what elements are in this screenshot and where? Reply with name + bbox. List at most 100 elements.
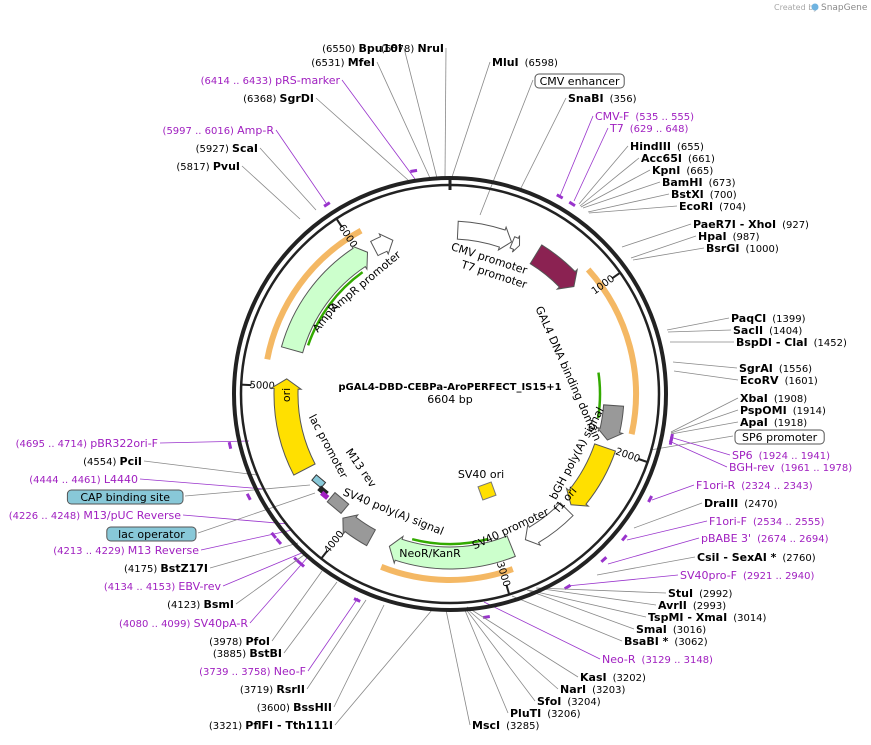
label-f1ori-f[interactable]: F1ori-F(2534 .. 2555) bbox=[709, 515, 824, 528]
label-paqci[interactable]: PaqCI(1399) bbox=[731, 312, 806, 325]
label-text-hpai: HpaI(987) bbox=[698, 230, 760, 243]
feature-gal4-dna-binding-domain[interactable] bbox=[529, 244, 579, 290]
label-pvui[interactable]: (5817) PvuI bbox=[176, 160, 240, 173]
label-apai[interactable]: ApaI(1918) bbox=[740, 416, 807, 429]
label-nrui[interactable]: (6578) NruI bbox=[381, 42, 444, 55]
label-smai[interactable]: SmaI(3016) bbox=[636, 623, 706, 636]
leader-bstz17i bbox=[209, 542, 299, 569]
label-tspmi-xmai[interactable]: TspMI - XmaI(3014) bbox=[648, 611, 767, 624]
label-cap-binding-site[interactable]: CAP binding site bbox=[66, 489, 184, 505]
label-m13-reverse[interactable]: (4213 .. 4229) M13 Reverse bbox=[53, 544, 199, 557]
label-pluti[interactable]: PluTI(3206) bbox=[510, 707, 581, 720]
label-ecorv[interactable]: EcoRV(1601) bbox=[740, 374, 818, 387]
label-sgrai[interactable]: SgrAI(1556) bbox=[739, 362, 812, 375]
label-bsrgi[interactable]: BsrGI(1000) bbox=[706, 242, 779, 255]
label-prs-marker[interactable]: (6414 .. 6433) pRS-marker bbox=[201, 74, 341, 87]
leader-sgrdi bbox=[315, 97, 409, 181]
label-sgrdi[interactable]: (6368) SgrDI bbox=[243, 92, 314, 105]
leader-acc65i bbox=[579, 157, 640, 207]
label-scai[interactable]: (5927) ScaI bbox=[196, 142, 258, 155]
label-csii-sexai[interactable]: CsiI - SexAI *(2760) bbox=[697, 551, 816, 564]
lac-promoter-label: lac promoter bbox=[306, 412, 351, 481]
leader-pbabe-3 bbox=[607, 537, 700, 565]
label-neo-r[interactable]: Neo-R(3129 .. 3148) bbox=[602, 653, 713, 666]
label-msci[interactable]: MscI(3285) bbox=[472, 719, 539, 732]
label-bstz17i[interactable]: (4175) BstZ17I bbox=[124, 562, 208, 575]
label-mfei[interactable]: (6531) MfeI bbox=[311, 56, 375, 69]
label-stui[interactable]: StuI(2992) bbox=[668, 587, 732, 600]
label-bstbi[interactable]: (3885) BstBI bbox=[213, 647, 282, 660]
label-f1ori-r[interactable]: F1ori-R(2324 .. 2343) bbox=[696, 479, 813, 492]
label-bsshii[interactable]: (3600) BssHII bbox=[257, 701, 332, 714]
primer-mark-bgh-rev bbox=[668, 437, 674, 446]
feature-sv40-promoter[interactable] bbox=[524, 502, 574, 547]
cap-site-mark[interactable] bbox=[311, 474, 327, 489]
label-bamhi[interactable]: BamHI(673) bbox=[662, 176, 736, 189]
label-snabi[interactable]: SnaBI(356) bbox=[568, 92, 637, 105]
label-pos-mlui: (6598) bbox=[525, 58, 558, 69]
feature-neor-kanr[interactable] bbox=[388, 535, 516, 570]
feature-bgh-polya-signal[interactable] bbox=[595, 404, 625, 441]
label-mlui[interactable]: MluI(6598) bbox=[492, 56, 558, 69]
label-l4440[interactable]: (4444 .. 4461) L4440 bbox=[29, 473, 138, 486]
label-paer7i-xhoi[interactable]: PaeR7I - XhoI(927) bbox=[693, 218, 809, 231]
label-pos-ebv-rev: (4134 .. 4153) bbox=[104, 582, 179, 593]
label-t7[interactable]: T7(629 .. 648) bbox=[609, 122, 689, 135]
label-name-nrui: NruI bbox=[417, 42, 444, 55]
label-text-l4440: (4444 .. 4461) L4440 bbox=[29, 473, 138, 486]
label-text-smai: SmaI(3016) bbox=[636, 623, 706, 636]
label-bspdi-clai[interactable]: BspDI - ClaI(1452) bbox=[736, 336, 847, 349]
label-ebv-rev[interactable]: (4134 .. 4153) EBV-rev bbox=[104, 580, 222, 593]
label-acc65i[interactable]: Acc65I(661) bbox=[641, 152, 715, 165]
label-sp6[interactable]: SP6(1924 .. 1941) bbox=[732, 449, 830, 462]
label-amp-r[interactable]: (5997 .. 6016) Amp-R bbox=[163, 124, 275, 137]
label-kpni[interactable]: KpnI(665) bbox=[652, 164, 713, 177]
leader-sfoi bbox=[464, 607, 536, 702]
label-bpu10i[interactable]: (6550) Bpu10I bbox=[322, 42, 402, 55]
label-neo-f[interactable]: (3739 .. 3758) Neo-F bbox=[199, 665, 306, 678]
label-bgh-rev[interactable]: BGH-rev(1961 .. 1978) bbox=[729, 461, 852, 474]
label-hpai[interactable]: HpaI(987) bbox=[698, 230, 760, 243]
site-labels: (6550) Bpu10I(6578) NruI (6531) MfeI MluI(… bbox=[9, 42, 852, 732]
feature-ampr-promoter[interactable] bbox=[369, 232, 394, 257]
m13-rev-mark[interactable] bbox=[320, 490, 330, 500]
feature-t7-promoter[interactable] bbox=[509, 235, 521, 253]
label-sacii[interactable]: SacII(1404) bbox=[733, 324, 802, 337]
label-kasi[interactable]: KasI(3202) bbox=[580, 671, 646, 684]
label-avrii[interactable]: AvrII(2993) bbox=[658, 599, 726, 612]
label-sp6-promoter[interactable]: SP6 promoter bbox=[734, 429, 825, 445]
label-bsabi[interactable]: BsaBI *(3062) bbox=[624, 635, 708, 648]
label-bstxi[interactable]: BstXI(700) bbox=[671, 188, 737, 201]
sv40-ori-box[interactable] bbox=[477, 481, 497, 501]
feature-cmv-promoter[interactable] bbox=[456, 220, 513, 252]
label-cmv-f[interactable]: CMV-F(535 .. 555) bbox=[595, 110, 694, 123]
feature-sv40-polya-signal[interactable] bbox=[342, 514, 377, 547]
feature-ori[interactable] bbox=[269, 378, 316, 476]
feature-ampr[interactable] bbox=[280, 244, 369, 354]
label-sv40pro-f[interactable]: SV40pro-F(2921 .. 2940) bbox=[680, 569, 815, 582]
label-pcii[interactable]: (4554) PciI bbox=[83, 455, 142, 468]
label-pflfi-tth111i[interactable]: (3321) PflFI - Tth111I bbox=[209, 719, 333, 732]
label-rsrii[interactable]: (3719) RsrII bbox=[240, 683, 305, 696]
label-sfoi[interactable]: SfoI(3204) bbox=[537, 695, 601, 708]
label-lac-operator[interactable]: lac operator bbox=[106, 526, 197, 542]
label-pspomi[interactable]: PspOMI(1914) bbox=[740, 404, 826, 417]
label-m13-puc-reverse[interactable]: (4226 .. 4248) M13/pUC Reverse bbox=[9, 509, 181, 522]
label-pbr322ori-f[interactable]: (4695 .. 4714) pBR322ori-F bbox=[16, 437, 158, 450]
label-draiii[interactable]: DraIII(2470) bbox=[704, 497, 778, 510]
label-bsmi[interactable]: (4123) BsmI bbox=[167, 598, 234, 611]
label-hindiii[interactable]: HindIII(655) bbox=[630, 140, 704, 153]
label-pbabe-3[interactable]: pBABE 3'(2674 .. 2694) bbox=[701, 532, 829, 545]
label-xbai[interactable]: XbaI(1908) bbox=[740, 392, 807, 405]
label-ecori[interactable]: EcoRI(704) bbox=[679, 200, 746, 213]
feature-f1-ori[interactable] bbox=[565, 443, 617, 507]
label-pfoi[interactable]: (3978) PfoI bbox=[209, 635, 270, 648]
label-pos-sacii: (1404) bbox=[769, 326, 802, 337]
label-cmv-enhancer[interactable]: CMV enhancer bbox=[534, 73, 625, 89]
label-nari[interactable]: NarI(3203) bbox=[560, 683, 626, 696]
sv40-polya-small[interactable] bbox=[326, 491, 350, 515]
label-text-stui: StuI(2992) bbox=[668, 587, 732, 600]
leader-cmv-enhancer bbox=[479, 79, 534, 216]
label-sv40pa-r[interactable]: (4080 .. 4099) SV40pA-R bbox=[119, 617, 248, 630]
label-pos-f1ori-f: (2534 .. 2555) bbox=[753, 517, 825, 528]
